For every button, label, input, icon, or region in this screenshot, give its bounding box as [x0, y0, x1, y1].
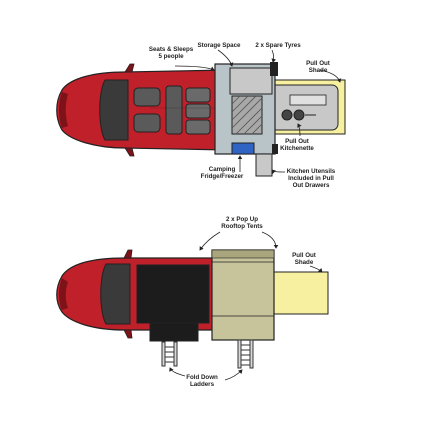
bottom-pull-out-shade: [271, 271, 329, 315]
seat: [165, 85, 183, 135]
bottom-vehicle: [56, 249, 329, 369]
label-spare-tyres: 2 x Spare Tyres: [255, 42, 301, 49]
spare-tyre: [270, 62, 278, 76]
stove-burner-1: [281, 109, 293, 121]
top-car-body: [56, 69, 229, 151]
ladder-left: [161, 341, 178, 367]
label-bottom-shade: Pull Out Shade: [292, 252, 316, 266]
ladder-right: [237, 339, 254, 369]
label-storage-space: Storage Space: [197, 42, 241, 49]
seat: [185, 87, 211, 103]
rooftop-tent-black: [136, 264, 210, 324]
storage-space: [229, 67, 273, 95]
spare-tyre: [272, 144, 278, 154]
label-rooftop-tents: 2 x Pop Up Rooftop Tents: [221, 216, 263, 230]
seat: [133, 113, 161, 133]
rooftop-tent-olive: [211, 249, 275, 341]
pull-out-kitchenette: [267, 84, 339, 131]
stove-burner-2: [293, 109, 305, 121]
label-ladders: Fold Down Ladders: [186, 374, 218, 388]
camping-fridge: [231, 142, 255, 155]
seat: [185, 103, 211, 119]
top-windshield: [99, 79, 129, 141]
label-utensils: Kitchen Utensils Included in Pull Out Dr…: [286, 168, 336, 189]
seat: [185, 119, 211, 135]
seat: [133, 87, 161, 107]
top-vehicle: [56, 62, 346, 177]
top-callout-arrows: [174, 49, 342, 174]
bottom-callout-arrows: [169, 231, 323, 381]
utensil-drawer: [255, 153, 273, 177]
label-top-shade: Pull Out Shade: [306, 60, 330, 74]
bottom-windshield: [100, 263, 131, 325]
label-seats: Seats & Sleeps 5 people: [148, 46, 194, 60]
label-fridge: Camping Fridge/Freezer: [200, 166, 244, 180]
label-kitchenette: Pull Out Kitchenette: [280, 138, 314, 152]
